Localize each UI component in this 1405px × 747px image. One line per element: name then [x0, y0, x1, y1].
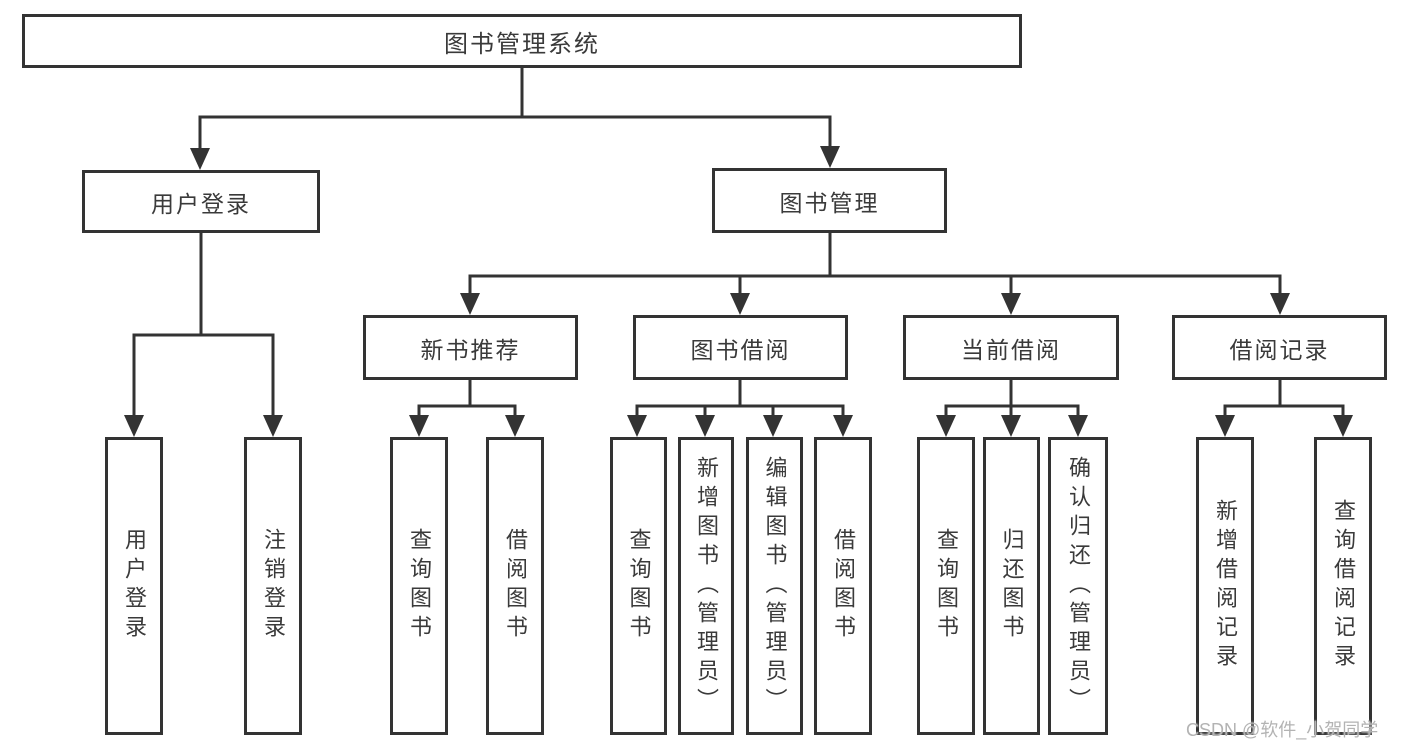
leaf-query-borrow-record: 查询借阅记录: [1314, 437, 1372, 735]
leaf-confirm-return-admin: 确认归还（管理员）: [1048, 437, 1108, 735]
leaf-current-query-book: 查询图书: [917, 437, 975, 735]
node-label: 查询借阅记录: [1331, 499, 1356, 673]
connector-book-borrow-children: [627, 380, 853, 437]
leaf-user-login: 用户登录: [105, 437, 163, 735]
node-label: 图书借阅: [690, 336, 791, 363]
node-label: 当前借阅: [961, 336, 1061, 363]
connector-root-to-level2: [190, 68, 840, 170]
connector-borrow-record-children: [1215, 380, 1353, 437]
connector-user-login-children: [124, 233, 283, 437]
leaf-return-book: 归还图书: [983, 437, 1040, 735]
connector-current-borrow-children: [936, 380, 1088, 437]
node-borrow-record: 借阅记录: [1172, 315, 1387, 380]
node-label: 用户登录: [151, 190, 251, 217]
leaf-borrow-book: 借阅图书: [814, 437, 872, 735]
node-label: 新书推荐: [420, 336, 521, 363]
node-label: 借阅图书: [503, 528, 528, 644]
node-label: 查询图书: [407, 528, 432, 644]
node-label: 借阅图书: [831, 528, 856, 644]
leaf-new-book-borrow: 借阅图书: [486, 437, 544, 735]
node-book-management: 图书管理: [712, 168, 947, 233]
node-label: 查询图书: [934, 528, 959, 644]
node-current-borrow: 当前借阅: [903, 315, 1119, 380]
leaf-add-borrow-record: 新增借阅记录: [1196, 437, 1254, 735]
node-label: 新增借阅记录: [1213, 499, 1238, 673]
node-root-library-system: 图书管理系统: [22, 14, 1022, 68]
node-book-borrow: 图书借阅: [633, 315, 848, 380]
node-label: 图书管理: [779, 189, 880, 216]
node-label: 编辑图书（管理员）: [762, 455, 788, 717]
leaf-new-book-query: 查询图书: [390, 437, 448, 735]
node-label: 查询图书: [626, 528, 652, 644]
leaf-logout: 注销登录: [244, 437, 302, 735]
node-label: 新增图书（管理员）: [694, 455, 719, 717]
node-label: 图书管理系统: [444, 30, 600, 58]
connector-new-book-children: [409, 380, 525, 437]
leaf-borrow-edit-book-admin: 编辑图书（管理员）: [746, 437, 803, 735]
connector-book-management-children: [460, 233, 1290, 315]
node-label: 归还图书: [999, 528, 1025, 644]
leaf-borrow-query-book: 查询图书: [610, 437, 667, 735]
node-new-book-recommend: 新书推荐: [363, 315, 578, 380]
node-user-login: 用户登录: [82, 170, 320, 233]
leaf-borrow-add-book-admin: 新增图书（管理员）: [678, 437, 734, 735]
node-label: 确认归还（管理员）: [1066, 455, 1091, 717]
node-label: 注销登录: [261, 528, 286, 644]
node-label: 借阅记录: [1229, 336, 1330, 363]
node-label: 用户登录: [122, 528, 147, 644]
csdn-watermark: CSDN @软件_小贺同学: [1186, 720, 1379, 740]
